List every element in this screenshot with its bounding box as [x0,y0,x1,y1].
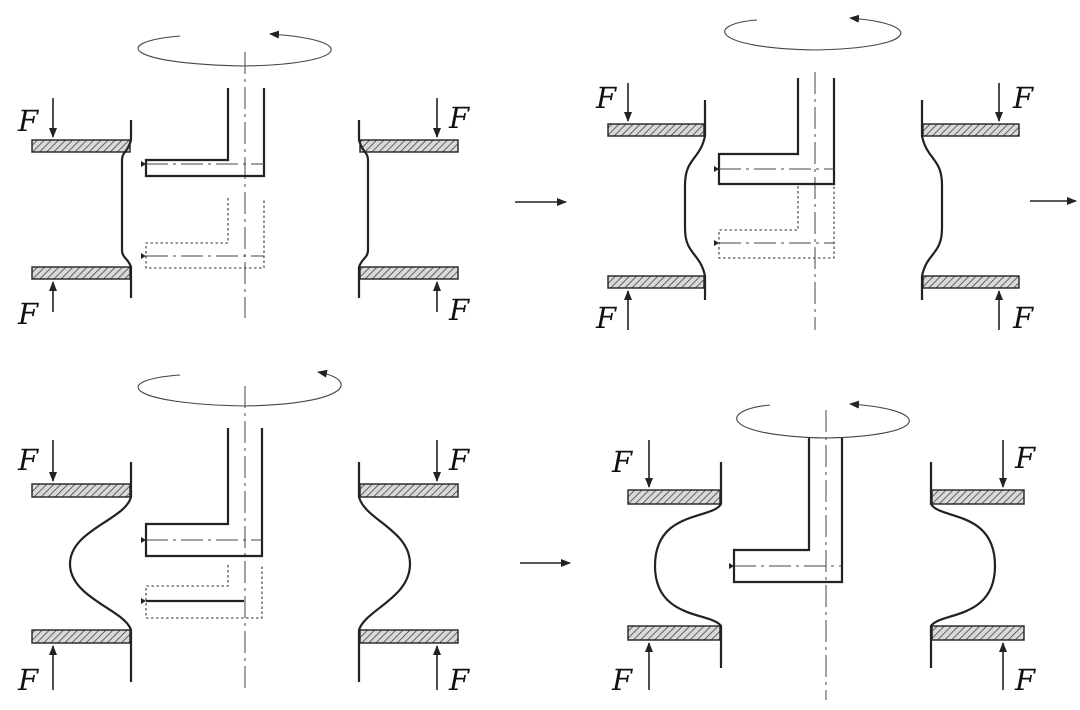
lower-plate-left [31,266,131,280]
rotation-arrow [724,14,902,51]
lower-plate-left [607,275,705,289]
upper-plate-left [31,139,131,153]
force-label: F [17,297,39,331]
upper-plate-left [627,489,721,505]
force-label: F [448,443,470,477]
stage-1-panel: F F F F [17,30,470,331]
force-label: F [17,104,39,138]
force-label: F [1014,441,1036,475]
force-label: F [611,445,633,479]
force-label: F [1012,81,1034,115]
force-label: F [611,663,633,697]
stage-4-panel: F F F F [611,400,1036,700]
tube-wall-right [929,462,997,668]
forming-roller [717,78,836,186]
tube-wall-left [653,462,723,668]
lower-plate-right [931,625,1025,641]
force-label: F [17,443,39,477]
upper-plate-right [359,483,459,498]
upper-plate-left [607,123,705,137]
tube-wall-right [920,100,944,300]
force-label: F [448,663,470,697]
rotation-arrow [736,400,910,439]
forming-roller-lower [718,186,835,259]
tube-wall-left [120,120,133,298]
lower-plate-left [627,625,721,641]
rotation-arrow [137,30,332,67]
stage-3-panel: F F F F [17,369,470,697]
forming-roller-lower [145,198,265,269]
force-label: F [595,81,617,115]
force-label: F [1014,663,1036,697]
forming-roller [144,88,266,178]
tube-wall-left [68,462,133,682]
tube-wall-right [357,462,412,682]
lower-plate-right [359,266,459,280]
tube-wall-left [683,100,707,300]
lower-plate-right [359,629,459,644]
force-label: F [448,101,470,135]
tube-wall-right [357,120,370,298]
lower-plate-left [31,629,131,644]
force-label: F [1012,301,1034,335]
rotation-arrow [137,369,342,407]
upper-plate-right [922,123,1020,137]
force-label: F [448,293,470,327]
upper-plate-left [31,483,131,498]
upper-plate-right [931,489,1025,505]
stage-2-panel: F F F F [595,14,1034,335]
upper-plate-right [359,139,459,153]
force-label: F [595,301,617,335]
forming-roller-lower [145,565,263,619]
lower-plate-right [922,275,1020,289]
force-label: F [17,663,39,697]
